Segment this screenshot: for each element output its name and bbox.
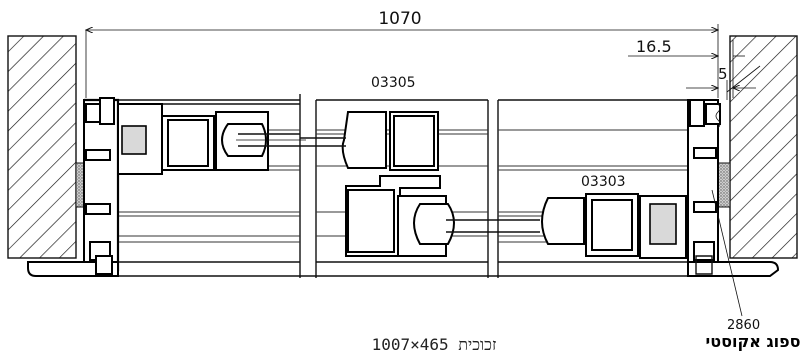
right-wall <box>729 35 798 259</box>
dimension-1070: 1070 <box>378 9 421 29</box>
dimension-5: 5 <box>686 65 761 100</box>
dimension-5-label: 5 <box>718 65 728 83</box>
left-sash-profile <box>117 103 306 175</box>
gasket-leader-line <box>711 189 743 317</box>
right-jamb-profile <box>687 99 780 277</box>
left-jamb-profile <box>27 97 120 277</box>
overall-dimension: 1070 <box>86 9 718 98</box>
acoustic-seal-label: ספוג אקוסטי <box>706 332 801 351</box>
dimension-16-5-label: 16.5 <box>636 37 672 56</box>
gasket-code-2860: 2860 <box>727 318 760 333</box>
glass-caption: זכוכית 465×1007 <box>372 335 497 354</box>
center-interlock-profile <box>300 111 540 257</box>
profile-label-03303: 03303 <box>581 174 626 190</box>
left-wall <box>7 35 77 259</box>
right-sash-profile <box>541 193 687 259</box>
profile-label-03305: 03305 <box>371 75 416 91</box>
